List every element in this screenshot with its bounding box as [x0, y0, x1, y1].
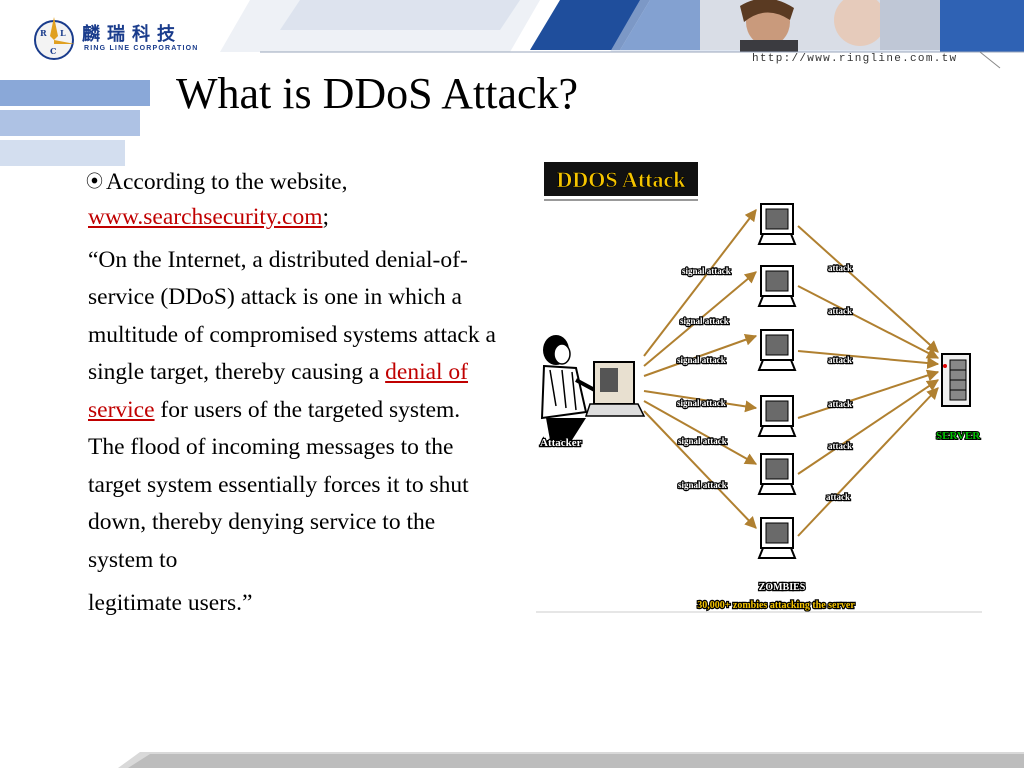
- diagram-title-box: DDOS Attack: [544, 162, 698, 201]
- source-suffix: ;: [322, 203, 330, 230]
- signal-arrow: [643, 209, 757, 357]
- signal-attack-label: signal attack: [678, 480, 727, 490]
- signal-attack-label: signal attack: [677, 398, 726, 408]
- ddos-attack-diagram: DDOS Attack signal attack signal attack …: [536, 162, 982, 613]
- attack-arrow: [797, 369, 940, 419]
- attack-label: attack: [826, 492, 850, 502]
- attacker-figure-icon: [540, 335, 646, 440]
- attack-arrows: [797, 225, 940, 537]
- server-label: SERVER: [936, 430, 981, 442]
- source-line: www.searchsecurity.com;: [88, 202, 498, 232]
- bullet-paragraph: ⦿ According to the website,: [86, 164, 498, 202]
- logo-chinese-name: 麟瑞科技: [82, 24, 182, 45]
- signal-arrow: [643, 400, 758, 465]
- attacker-label: Attacker: [540, 437, 582, 449]
- zombie-computer-icon: [758, 203, 796, 245]
- signal-arrow: [643, 271, 757, 367]
- footer-bar: [0, 752, 1024, 768]
- denial-of-service-link[interactable]: denial of service: [88, 359, 469, 423]
- slide-body: ⦿ According to the website, www.searchse…: [86, 164, 498, 623]
- slide-title: What is DDoS Attack?: [176, 69, 579, 118]
- people-photo: [700, 0, 940, 52]
- attack-label: attack: [828, 263, 852, 273]
- logo-initial-c: C: [50, 46, 56, 56]
- logo-initial-r: R: [40, 28, 47, 38]
- attack-label: attack: [828, 306, 852, 316]
- attack-label: attack: [828, 441, 852, 451]
- signal-arrow: [643, 390, 758, 413]
- zombie-computer-icon: [758, 453, 796, 495]
- signal-attack-label: signal attack: [680, 316, 729, 326]
- decor-stripe: [0, 80, 150, 106]
- zombie-computers: [758, 203, 796, 559]
- logo-initial-l: L: [60, 28, 66, 38]
- header-banner: [0, 0, 1024, 70]
- zombie-computer-icon: [758, 517, 796, 559]
- zombies-caption: 30,000+ zombies attacking the server: [697, 600, 855, 611]
- quote-text-part2: for users of the targeted system. The fl…: [88, 396, 469, 573]
- zombies-label: ZOMBIES: [759, 582, 806, 593]
- signal-arrows: [643, 209, 758, 529]
- signal-attack-label: signal attack: [677, 355, 726, 365]
- signal-arrow: [643, 333, 758, 377]
- zombie-computer-icon: [758, 329, 796, 371]
- zombie-computer-icon: [758, 395, 796, 437]
- attack-label: attack: [828, 355, 852, 365]
- source-link[interactable]: www.searchsecurity.com: [88, 203, 323, 230]
- attack-arrow: [797, 225, 939, 353]
- decor-stripe: [0, 110, 140, 136]
- website-url: http://www.ringline.com.tw: [752, 53, 958, 65]
- intro-text: According to the website,: [106, 169, 348, 195]
- company-logo: R L C 麟瑞科技 RING LINE CORPORATION: [30, 14, 220, 64]
- bullet-icon: ⦿: [86, 172, 103, 192]
- diagram-title: DDOS Attack: [557, 167, 687, 192]
- server-icon: [941, 353, 971, 407]
- quote-paragraph: “On the Internet, a distributed denial-o…: [88, 242, 498, 623]
- attack-arrow: [797, 387, 939, 537]
- quote-text-part1: “On the Internet, a distributed denial-o…: [88, 246, 496, 386]
- signal-attack-label: signal attack: [678, 436, 727, 446]
- attack-arrow: [797, 379, 939, 475]
- logo-english-name: RING LINE CORPORATION: [84, 45, 199, 52]
- signal-attack-label: signal attack: [682, 266, 731, 276]
- quote-text-end: legitimate users.”: [88, 590, 253, 616]
- attack-label: attack: [828, 399, 852, 409]
- logo-emblem: R L C: [34, 17, 75, 60]
- attack-arrow: [797, 350, 940, 369]
- signal-arrow: [643, 410, 757, 529]
- decor-stripe: [0, 140, 125, 166]
- attack-arrow: [797, 285, 940, 359]
- zombie-computer-icon: [758, 265, 796, 307]
